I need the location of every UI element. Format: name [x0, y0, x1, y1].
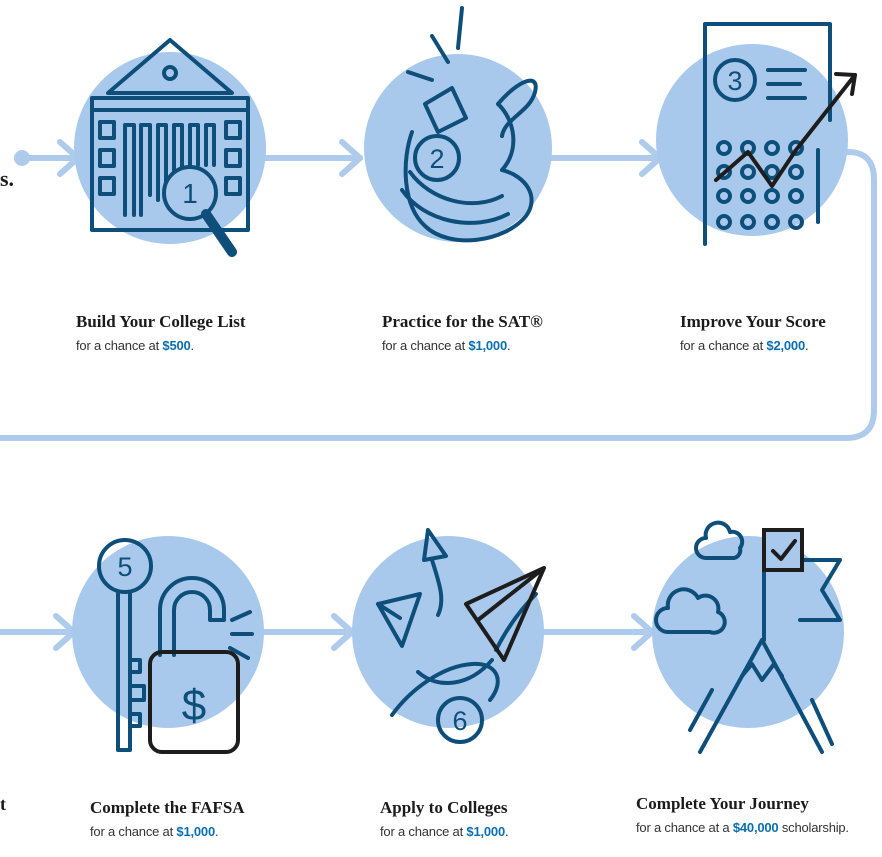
step-2-number: 2: [429, 144, 444, 174]
step-7-circle: [652, 536, 844, 728]
step-7-title: Complete Your Journey: [636, 794, 809, 813]
padlock-body: [148, 650, 240, 754]
check-mark-icon: [771, 539, 797, 561]
score-trend-arrowhead: [834, 72, 857, 96]
step-6-subtitle: for a chance at $1,000.: [380, 824, 509, 839]
step-6-amount: $1,000: [466, 824, 505, 839]
score-trend-line: [714, 73, 857, 188]
step-3-title: Improve Your Score: [680, 312, 826, 331]
step-6-number: 6: [452, 706, 467, 736]
step-1-caption: Build Your College List for a chance at …: [76, 312, 246, 353]
step-3-amount: $2,000: [766, 338, 805, 353]
step-1-title: Build Your College List: [76, 312, 246, 331]
paper-plane-large: [464, 566, 546, 662]
step-6-title: Apply to Colleges: [380, 798, 508, 817]
step-5-number: 5: [117, 552, 132, 582]
step-5-subtitle: for a chance at $1,000.: [90, 824, 219, 839]
step-5-caption: Complete the FAFSA for a chance at $1,00…: [90, 798, 245, 839]
whistle-icon: [400, 6, 538, 243]
step-2-title: Practice for the SAT®: [382, 312, 543, 331]
edge-fragment-bottom-left: t: [0, 794, 6, 814]
step-1-amount: $500: [162, 338, 191, 353]
step-5-title: Complete the FAFSA: [90, 798, 245, 817]
step-1-number: 1: [182, 178, 198, 209]
step-3-caption: Improve Your Score for a chance at $2,00…: [680, 312, 826, 353]
college-building-magnifier-icon: [90, 38, 250, 257]
step-7-amount: $40,000: [732, 820, 779, 835]
step-1-subtitle: for a chance at $500.: [76, 338, 194, 353]
step-3-number: 3: [727, 66, 742, 96]
step-5-amount: $1,000: [176, 824, 215, 839]
step-3-subtitle: for a chance at $2,000.: [680, 338, 809, 353]
step-7-subtitle: for a chance at a $40,000 scholarship.: [636, 820, 849, 835]
step-2-subtitle: for a chance at $1,000.: [382, 338, 511, 353]
step-2-caption: Practice for the SAT® for a chance at $1…: [382, 312, 543, 353]
step-7-caption: Complete Your Journey for a chance at a …: [636, 794, 849, 835]
padlock-dollar-sign: $: [182, 681, 206, 730]
key-padlock-icon: [97, 538, 254, 752]
step-6-caption: Apply to Colleges for a chance at $1,000…: [380, 798, 509, 839]
flag-check-box: [762, 528, 804, 572]
start-dot: [14, 150, 30, 166]
step-2-number-ring: [413, 134, 461, 182]
step-2-amount: $1,000: [468, 338, 507, 353]
edge-fragment-top-left: s.: [0, 166, 15, 191]
step-6-number-ring: [436, 696, 484, 744]
connector-return-loop: [0, 149, 877, 441]
score-chart-icon: [703, 22, 832, 246]
